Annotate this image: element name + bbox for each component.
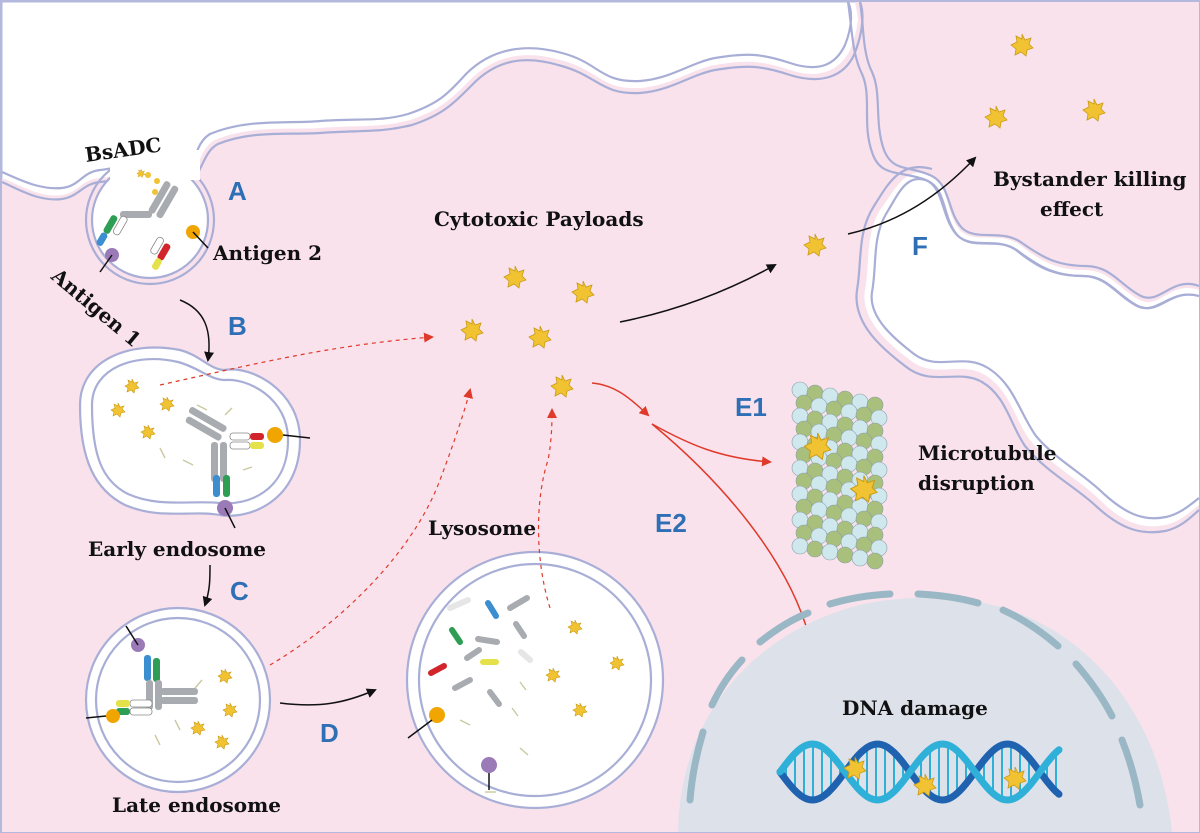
microtubule-label-line2: disruption (918, 471, 1035, 495)
nucleus-icon (678, 590, 1172, 832)
step-c-label: C (230, 576, 249, 606)
cytotoxic-payloads-label: Cytotoxic Payloads (434, 207, 644, 231)
microtubule-icon (791, 381, 888, 570)
tubulin-subunit (866, 552, 884, 570)
extracellular-space (864, 172, 1199, 527)
step-d-label: D (320, 718, 339, 748)
tubulin-subunit (821, 543, 839, 561)
step-f-label: F (912, 231, 928, 261)
step-b-label: B (228, 311, 247, 341)
tubulin-subunit (791, 537, 809, 555)
early-endosome (78, 346, 311, 529)
microtubule-label-line1: Microtubule (918, 441, 1056, 465)
late-endosome (84, 606, 272, 794)
late-endosome-label: Late endosome (112, 793, 281, 817)
dna-strand-2 (776, 740, 1063, 804)
dna-damage-label: DNA damage (842, 696, 988, 720)
tubulin-subunit (851, 549, 869, 567)
bystander-cell (855, 2, 1199, 303)
antigen2-label: Antigen 2 (212, 241, 322, 265)
step-a-label: A (228, 176, 247, 206)
antibody-icon (96, 181, 179, 270)
lysosome-label: Lysosome (428, 516, 536, 540)
bystander-label-line2: effect (1040, 197, 1104, 221)
step-e2-label: E2 (655, 508, 687, 538)
tubulin-subunit (836, 546, 854, 564)
lysosome (405, 550, 665, 810)
linker-payloads (136, 169, 160, 195)
bystander-label-line1: Bystander killing (993, 167, 1187, 191)
step-e1-label: E1 (735, 392, 767, 422)
early-endosome-label: Early endosome (88, 537, 266, 561)
tubulin-subunit (806, 540, 824, 558)
